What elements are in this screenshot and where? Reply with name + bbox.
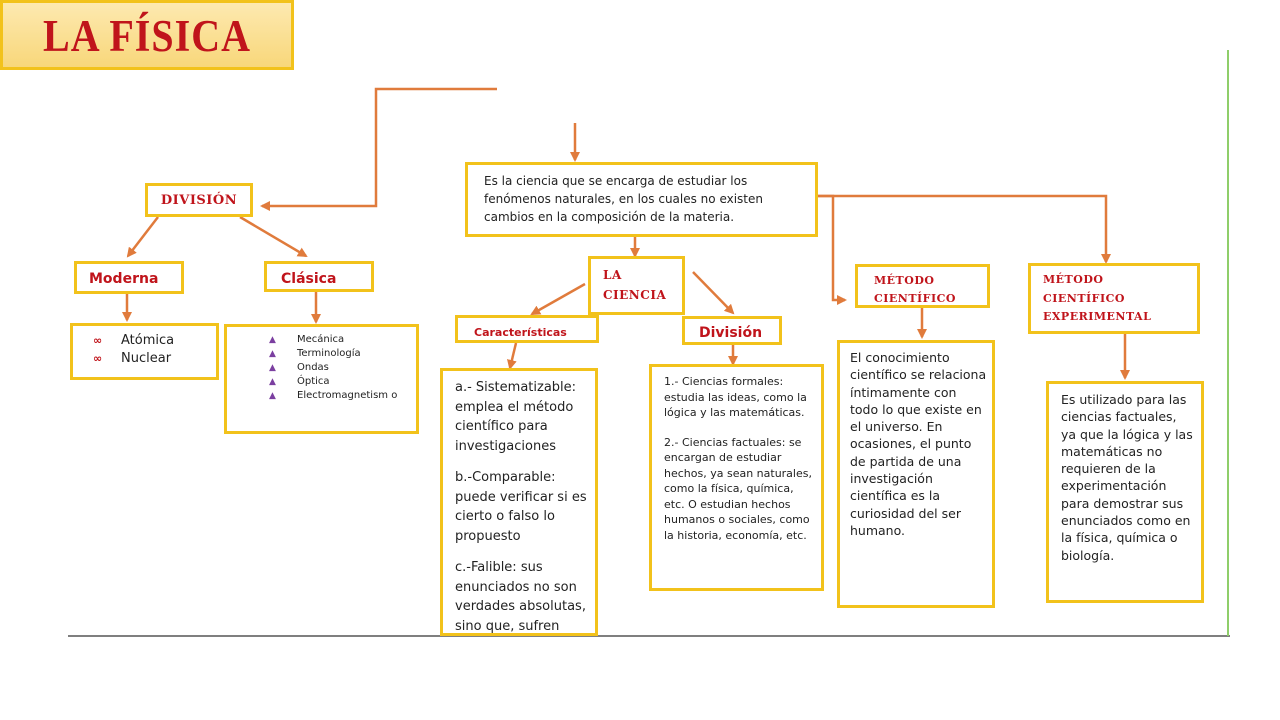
triangle-bullet-icon: ▲ (269, 335, 276, 345)
arrow-division-moderna (126, 216, 159, 258)
division-ciencia-text-box: 1.- Ciencias formales: estudia las ideas… (649, 364, 824, 591)
moderna-label: Moderna (89, 271, 159, 287)
division-left-label: DIVISIÓN (160, 192, 238, 208)
experimental-box: MÉTODO CIENTÍFICO EXPERIMENTAL (1028, 263, 1200, 334)
caracteristicas-text-box: a.- Sistematizable: emplea el método cie… (440, 368, 598, 636)
division-ciencia-label: División (699, 325, 763, 341)
experimental-text-box: Es utilizado para las ciencias factuales… (1046, 381, 1204, 603)
division-item: 2.- Ciencias factuales: se encargan de e… (664, 435, 812, 542)
list-item: ▲Ondas (269, 362, 329, 373)
list-item: ▲Terminología (269, 348, 361, 359)
infinity-icon: ∞ (93, 334, 103, 347)
la-ciencia-box: LA CIENCIA (588, 256, 685, 315)
arrow-definition-experimental (818, 194, 1111, 264)
list-item: ▲Electromagnetism o (269, 390, 398, 401)
infinity-icon: ∞ (93, 352, 103, 365)
arrow-division-clasica (239, 215, 308, 258)
arrow-ciencia-caracteristicas (530, 282, 586, 316)
arrow-caracteristicas-text (507, 342, 518, 370)
definition-text: Es la ciencia que se encarga de estudiar… (484, 174, 763, 224)
moderna-list-box: ∞Atómica ∞Nuclear (70, 323, 219, 380)
triangle-bullet-icon: ▲ (269, 391, 276, 401)
la-ciencia-label: LA CIENCIA (603, 268, 667, 302)
caracteristica-item: c.-Falible: sus enunciados no son verdad… (455, 560, 586, 634)
metodo-box: MÉTODO CIENTÍFICO (855, 264, 990, 308)
list-item: ▲Mecánica (269, 334, 345, 345)
triangle-bullet-icon: ▲ (269, 349, 276, 359)
list-item: ∞Nuclear (93, 351, 172, 366)
list-item: ∞Atómica (93, 333, 175, 348)
caracteristicas-label: Características (474, 326, 567, 339)
metodo-text-box: El conocimiento científico se relaciona … (837, 340, 995, 608)
division-left-box: DIVISIÓN (145, 183, 253, 217)
caracteristica-item: a.- Sistematizable: emplea el método cie… (455, 380, 577, 454)
arrow-definition-metodo (818, 194, 847, 305)
moderna-box: Moderna (74, 261, 184, 294)
page-title: LA FÍSICA (43, 9, 251, 61)
clasica-list-box: ▲Mecánica ▲Terminología ▲Ondas ▲Óptica ▲… (224, 324, 419, 434)
clasica-box: Clásica (264, 261, 374, 292)
definition-box: Es la ciencia que se encarga de estudiar… (465, 162, 818, 237)
arrow-ciencia-division (692, 271, 735, 315)
triangle-bullet-icon: ▲ (269, 363, 276, 373)
metodo-label: MÉTODO CIENTÍFICO (874, 274, 956, 305)
division-ciencia-box: División (682, 316, 782, 345)
clasica-label: Clásica (281, 271, 337, 287)
triangle-bullet-icon: ▲ (269, 377, 276, 387)
experimental-label: MÉTODO CIENTÍFICO EXPERIMENTAL (1043, 273, 1152, 323)
metodo-text: El conocimiento científico se relaciona … (850, 350, 987, 538)
experimental-text: Es utilizado para las ciencias factuales… (1061, 392, 1193, 563)
title-box: LA FÍSICA (0, 0, 294, 70)
arrow-title-division (260, 87, 497, 211)
division-item: 1.- Ciencias formales: estudia las ideas… (664, 375, 807, 419)
list-item: ▲Óptica (269, 376, 330, 387)
caracteristica-item: b.-Comparable: puede verificar si es cie… (455, 470, 587, 544)
caracteristicas-box: Características (455, 315, 599, 343)
